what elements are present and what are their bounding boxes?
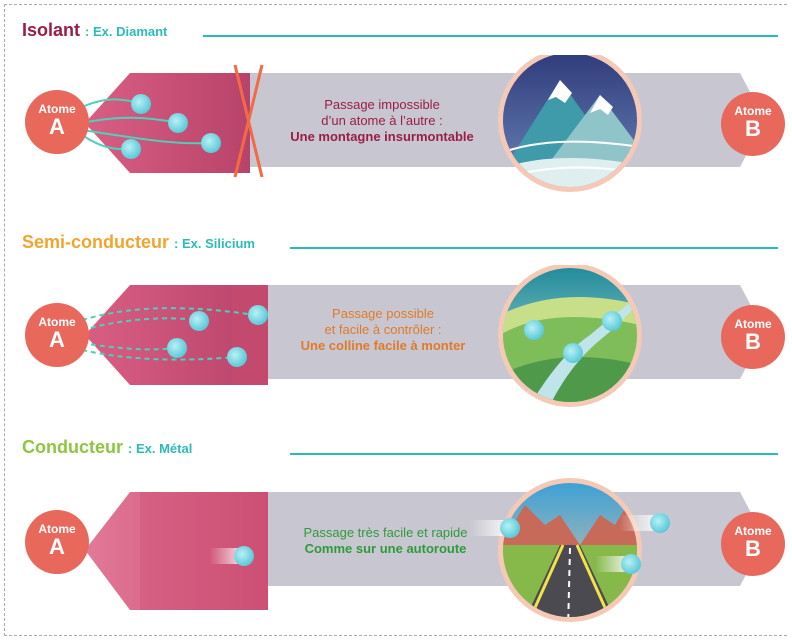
section-example: : Ex. Diamant (85, 24, 168, 39)
electron (227, 347, 247, 367)
electron (167, 338, 187, 358)
electron (524, 320, 544, 340)
highway-scene (470, 478, 670, 622)
passage-line1: Passage possible (332, 306, 434, 321)
electron (201, 133, 221, 153)
passage-line2: d’un atome à l’autre : (321, 113, 443, 128)
electron (121, 139, 141, 159)
mountain-scene (498, 55, 642, 192)
hill-scene (498, 265, 642, 407)
electron (234, 546, 254, 566)
electron (168, 113, 188, 133)
barrier-cross-icon (233, 64, 264, 178)
passage-text: Passage très facile et rapide Comme sur … (288, 525, 483, 557)
passage-line1: Passage impossible (324, 97, 440, 112)
section-example: : Ex. Silicium (174, 236, 255, 251)
section-rule (290, 247, 778, 249)
electron (131, 94, 151, 114)
section-example: : Ex. Métal (128, 441, 193, 456)
section-label: Conducteur (22, 437, 123, 457)
electrons (167, 305, 268, 367)
electron (189, 311, 209, 331)
semi-diagram (81, 265, 765, 407)
electron (650, 513, 670, 533)
section-title-semi: Semi-conducteur : Ex. Silicium (22, 232, 255, 253)
isolant-diagram (81, 55, 765, 192)
passage-line2: et facile à contrôler : (324, 322, 442, 337)
electron (500, 518, 520, 538)
valence-band (85, 73, 250, 173)
electron (602, 311, 622, 331)
passage-strong: Une colline facile à monter (300, 338, 466, 353)
electron (248, 305, 268, 325)
electrons (121, 94, 221, 159)
section-label: Semi-conducteur (22, 232, 170, 252)
passage-text: Passage possible et facile à contrôler :… (278, 306, 488, 354)
dashed-frame (4, 4, 787, 636)
passage-strong: Comme sur une autoroute (304, 541, 467, 556)
section-rule (290, 453, 778, 455)
section-rule (203, 35, 778, 37)
conducteur-diagram (85, 478, 765, 622)
electron (563, 343, 583, 363)
section-title-conducteur: Conducteur : Ex. Métal (22, 437, 192, 458)
passage-line1: Passage très facile et rapide (303, 525, 468, 540)
section-title-isolant: Isolant : Ex. Diamant (22, 20, 167, 41)
passage-text: Passage impossible d’un atome à l’autre … (272, 97, 492, 145)
passage-strong: Une montagne insurmontable (290, 129, 474, 144)
section-label: Isolant (22, 20, 81, 40)
electron (621, 554, 641, 574)
